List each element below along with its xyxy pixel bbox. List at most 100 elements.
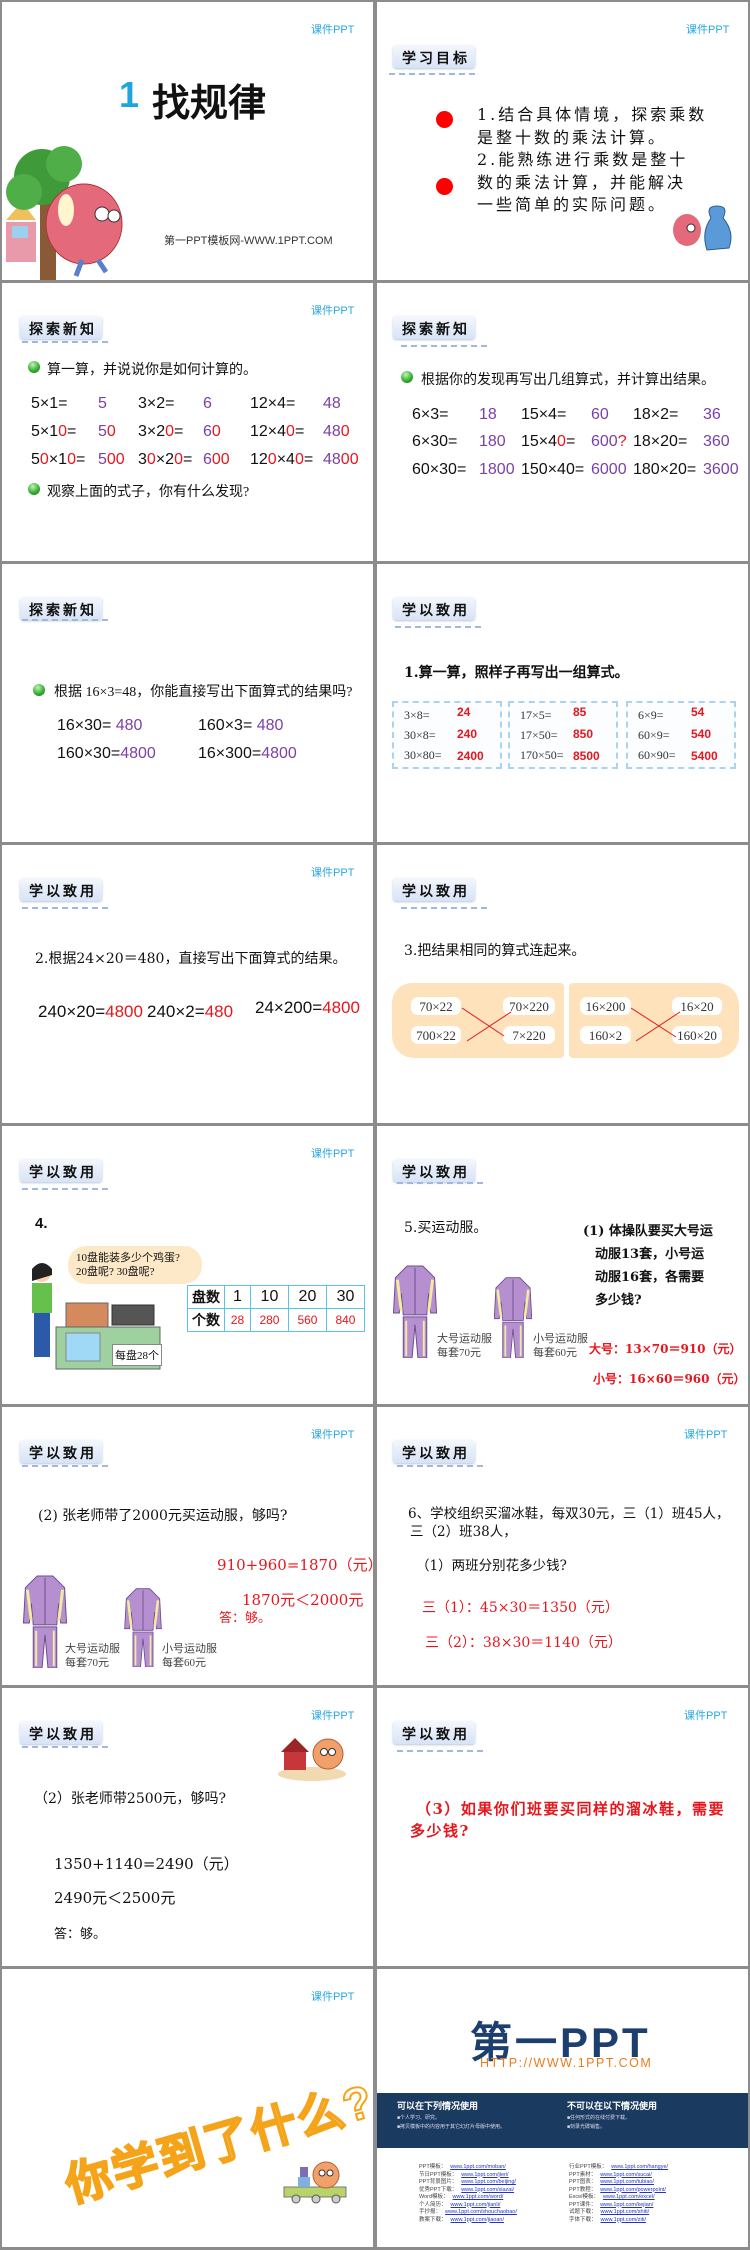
- text-segment: =: [75, 451, 86, 468]
- link-label: 优秀PPT下载：: [419, 2186, 458, 2193]
- lesson-title: 找规律: [152, 83, 267, 125]
- link[interactable]: www.1ppt.com/beijing/: [461, 2179, 516, 2185]
- match-line: [635, 1011, 681, 1042]
- slide-practice-4[interactable]: 课件PPT 学以致用 4. 10盘能装多少个鸡蛋? 20盘呢? 30盘呢? 每盘…: [2, 1126, 373, 1404]
- text-segment: 5: [31, 451, 40, 468]
- slide-practice-6[interactable]: 课件PPT 学以致用 (2) 张老师带了2000元买运动服，够吗? 910+96…: [2, 1407, 373, 1685]
- label-line: 每套60元: [533, 1347, 577, 1359]
- small-size-label: 小号运动服每套60元: [162, 1642, 217, 1670]
- slide-practice-9[interactable]: 课件PPT 学以致用 （3）如果你们班要买同样的溜冰鞋，需要多少钱?: [377, 1688, 748, 1966]
- section-tab: 学以致用: [393, 1721, 475, 1744]
- text-segment: 48: [323, 423, 341, 440]
- link[interactable]: www.1ppt.com/excel/: [602, 2194, 655, 2200]
- speech-bubble: 10盘能装多少个鸡蛋? 20盘呢? 30盘呢?: [68, 1246, 202, 1284]
- link-row: 个人简历：www.1ppt.com/jianli/: [419, 2202, 517, 2210]
- expression: 3×2=: [138, 395, 174, 413]
- expression-pill[interactable]: 160×20: [672, 1026, 722, 1044]
- expression: 30×20=: [138, 451, 192, 469]
- question-text: (1) 体操队要买大号运 动服13套，小号运 动服16套，各需要 多少钱?: [583, 1220, 713, 1312]
- link[interactable]: www.1ppt.com/tubiao/: [600, 2179, 655, 2185]
- link[interactable]: www.1ppt.com/hangye/: [611, 2164, 669, 2170]
- link-label: 手抄报：: [419, 2209, 442, 2215]
- link[interactable]: www.1ppt.com/jianli/: [450, 2201, 501, 2208]
- link-label: Word模板：: [419, 2194, 449, 2200]
- expression: 12×4=: [250, 395, 295, 413]
- link-row: Word模板：www.1ppt.com/word/: [419, 2194, 517, 2202]
- text-segment: =: [565, 433, 576, 450]
- answer: 500: [98, 451, 125, 469]
- expression: 160×30=: [57, 745, 121, 762]
- answer: 360: [703, 433, 730, 451]
- highlighted-digit: 00: [340, 451, 359, 468]
- link[interactable]: www.1ppt.com/moban/: [450, 2164, 506, 2170]
- answer-line: 三（2）：38×30＝1140（元）: [425, 1635, 622, 1651]
- divider: [397, 1750, 483, 1752]
- prompt-text: 根据你的发现再写出几组算式，并计算出结果。: [421, 373, 715, 388]
- expression: 120×40=: [250, 451, 313, 469]
- answer: 54: [691, 705, 705, 719]
- table-row: 盘数 1 10 20 30: [187, 1285, 366, 1309]
- link[interactable]: www.1ppt.com/ziti/: [600, 2216, 647, 2223]
- slide-practice-8[interactable]: 课件PPT 学以致用 （2）张老师带2500元，够吗? 1350+1140=24…: [2, 1688, 373, 1966]
- link[interactable]: www.1ppt.com/word/: [452, 2194, 504, 2200]
- section-tab: 学习目标: [393, 45, 475, 68]
- expression: 6×30=: [412, 433, 457, 451]
- expression-pill[interactable]: 7×220: [503, 1026, 555, 1044]
- section-tab: 学以致用: [20, 1721, 102, 1744]
- link-row: 行业PPT模板：www.1ppt.com/hangye/: [569, 2164, 668, 2172]
- expression-pill[interactable]: 16×20: [672, 997, 722, 1015]
- answer: 4800: [323, 451, 359, 469]
- highlighted-digit: 0: [174, 451, 183, 468]
- apple-money-bag-illustration: [673, 205, 732, 251]
- link[interactable]: www.1ppt.com/jieri/: [461, 2171, 509, 2178]
- slide-practice-2[interactable]: 课件PPT 学以致用 2.根据24×20＝480，直接写出下面算式的结果。 24…: [2, 845, 373, 1123]
- expression-pill[interactable]: 700×22: [411, 1026, 461, 1044]
- text-segment: 12×4=: [250, 395, 296, 412]
- question-text: （3）如果你们班要买同样的溜冰鞋，需要多少钱?: [410, 1800, 725, 1840]
- expression: 3×8=: [404, 708, 430, 722]
- label-line: 每套70元: [65, 1657, 109, 1669]
- link-label: PPT素材：: [569, 2171, 597, 2178]
- brand-tag: 课件PPT: [684, 1429, 728, 1441]
- link[interactable]: www.1ppt.com/shouchaobao/: [445, 2209, 517, 2215]
- link[interactable]: www.1ppt.com/sucai/: [600, 2171, 652, 2178]
- answer-large: 大号：13×70＝910（元）: [589, 1342, 742, 1356]
- expression: 180×20=: [633, 461, 696, 479]
- exercise-card: [508, 701, 618, 769]
- link[interactable]: www.1ppt.com/powerpoint/: [600, 2186, 666, 2193]
- slide-title[interactable]: 课件PPT 1 找规律 第一PPT模板网-WWW.1PPT.COM: [2, 2, 373, 280]
- slide-learning-goals[interactable]: 课件PPT 学习目标 1.结合具体情境，探索乘数 是整十数的乘法计算。 2.能熟…: [377, 2, 748, 280]
- slide-practice-7[interactable]: 课件PPT 学以致用 6、学校组织买溜冰鞋，每双30元，三（1）班45人， 三（…: [377, 1407, 748, 1685]
- slide-summary[interactable]: 课件PPT 你学到了什么?: [2, 1969, 373, 2247]
- link[interactable]: www.1ppt.com/shiti/: [600, 2209, 650, 2215]
- slide-practice-3[interactable]: 学以致用 3.把结果相同的算式连起来。 70×22 70×220 700×22 …: [377, 845, 748, 1123]
- peach-train-illustration: [283, 2161, 347, 2204]
- brand-tag: 课件PPT: [311, 24, 355, 36]
- slide-credits[interactable]: 第一PPT HTTP://WWW.1PPT.COM 可以在下列情况使用 ■个人学…: [377, 1969, 748, 2247]
- expression-pill[interactable]: 70×220: [503, 997, 555, 1015]
- table-cell: 280: [249, 1308, 289, 1332]
- expression-pill[interactable]: 70×22: [411, 997, 461, 1015]
- highlighted-digit: 0: [165, 423, 175, 440]
- link[interactable]: www.1ppt.com/jiaoan/: [450, 2216, 505, 2223]
- expression-pill[interactable]: 16×200: [580, 997, 631, 1015]
- highlighted-digit: 0: [67, 451, 76, 468]
- slide-practice-5[interactable]: 学以致用 5.买运动服。 (1) 体操队要买大号运 动服13套，小号运 动服16…: [377, 1126, 748, 1404]
- text-segment: 6: [203, 395, 212, 412]
- slide-explore-3[interactable]: 探索新知 根据 16×3=48，你能直接写出下面算式的结果吗? 16×30= 4…: [2, 564, 373, 842]
- solution-line: 答：够。: [54, 1927, 107, 1942]
- answer: 240: [457, 727, 478, 741]
- text-segment: 5: [98, 423, 107, 440]
- text-segment: 5: [98, 451, 107, 468]
- link[interactable]: www.1ppt.com/kejian/: [600, 2201, 654, 2208]
- divider: [401, 907, 487, 909]
- link[interactable]: www.1ppt.com/xiazai/: [461, 2186, 515, 2193]
- green-ball-bullet-icon: [33, 684, 45, 696]
- expression-pill[interactable]: 160×2: [580, 1026, 631, 1044]
- link-row: 节日PPT模板：www.1ppt.com/jieri/: [419, 2172, 517, 2180]
- expression: 60×30=: [412, 461, 466, 479]
- site-url[interactable]: HTTP://WWW.1PPT.COM: [480, 2056, 653, 2070]
